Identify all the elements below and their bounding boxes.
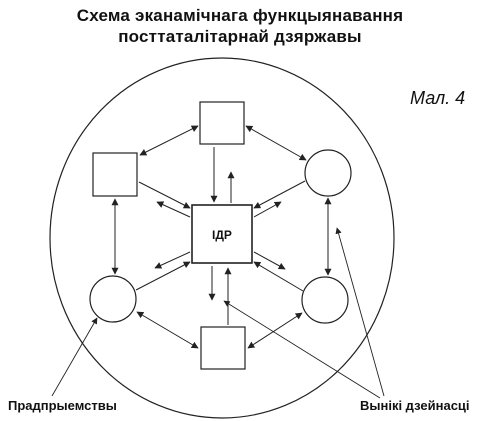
diagram-title-line-1: Схема эканамічнага функцыянавання xyxy=(76,6,404,25)
diagram-title-line-2: посттаталітарнай дзяржавы xyxy=(118,27,362,46)
edge-leftlower-to-center xyxy=(135,261,191,291)
leader-results-2 xyxy=(223,300,381,399)
edge-leftupper-to-center xyxy=(138,181,191,209)
annotation-enterprises: Прадпрыемствы xyxy=(8,398,117,413)
node-top-square xyxy=(199,101,245,145)
node-right-upper-circle xyxy=(304,149,352,197)
node-center-idr xyxy=(191,204,253,264)
node-left-lower-circle xyxy=(89,275,137,323)
edge-top-rightupper xyxy=(245,125,307,161)
edge-rightupper-to-center xyxy=(253,180,306,209)
edge-center-to-leftlower xyxy=(154,251,191,269)
outer-boundary-ellipse xyxy=(49,57,395,419)
annotation-results: Вынікі дзейнасці xyxy=(360,398,470,413)
edge-center-to-rightupper xyxy=(253,201,282,218)
edge-center-to-rightlower xyxy=(253,251,286,270)
edge-rightlower-bottom xyxy=(247,312,303,349)
edge-rightlower-to-center xyxy=(253,261,304,292)
edge-leftlower-bottom xyxy=(136,311,199,349)
center-node-label: ІДР xyxy=(212,228,232,242)
node-left-upper-square xyxy=(92,152,138,197)
figure-label: Мал. 4 xyxy=(410,88,466,108)
edge-top-leftupper xyxy=(139,125,199,156)
leader-results-1 xyxy=(335,227,385,397)
leader-enterprises xyxy=(51,317,98,397)
node-right-lower-circle xyxy=(301,276,349,324)
node-bottom-square xyxy=(200,326,246,370)
edge-center-to-leftupper xyxy=(156,201,191,218)
